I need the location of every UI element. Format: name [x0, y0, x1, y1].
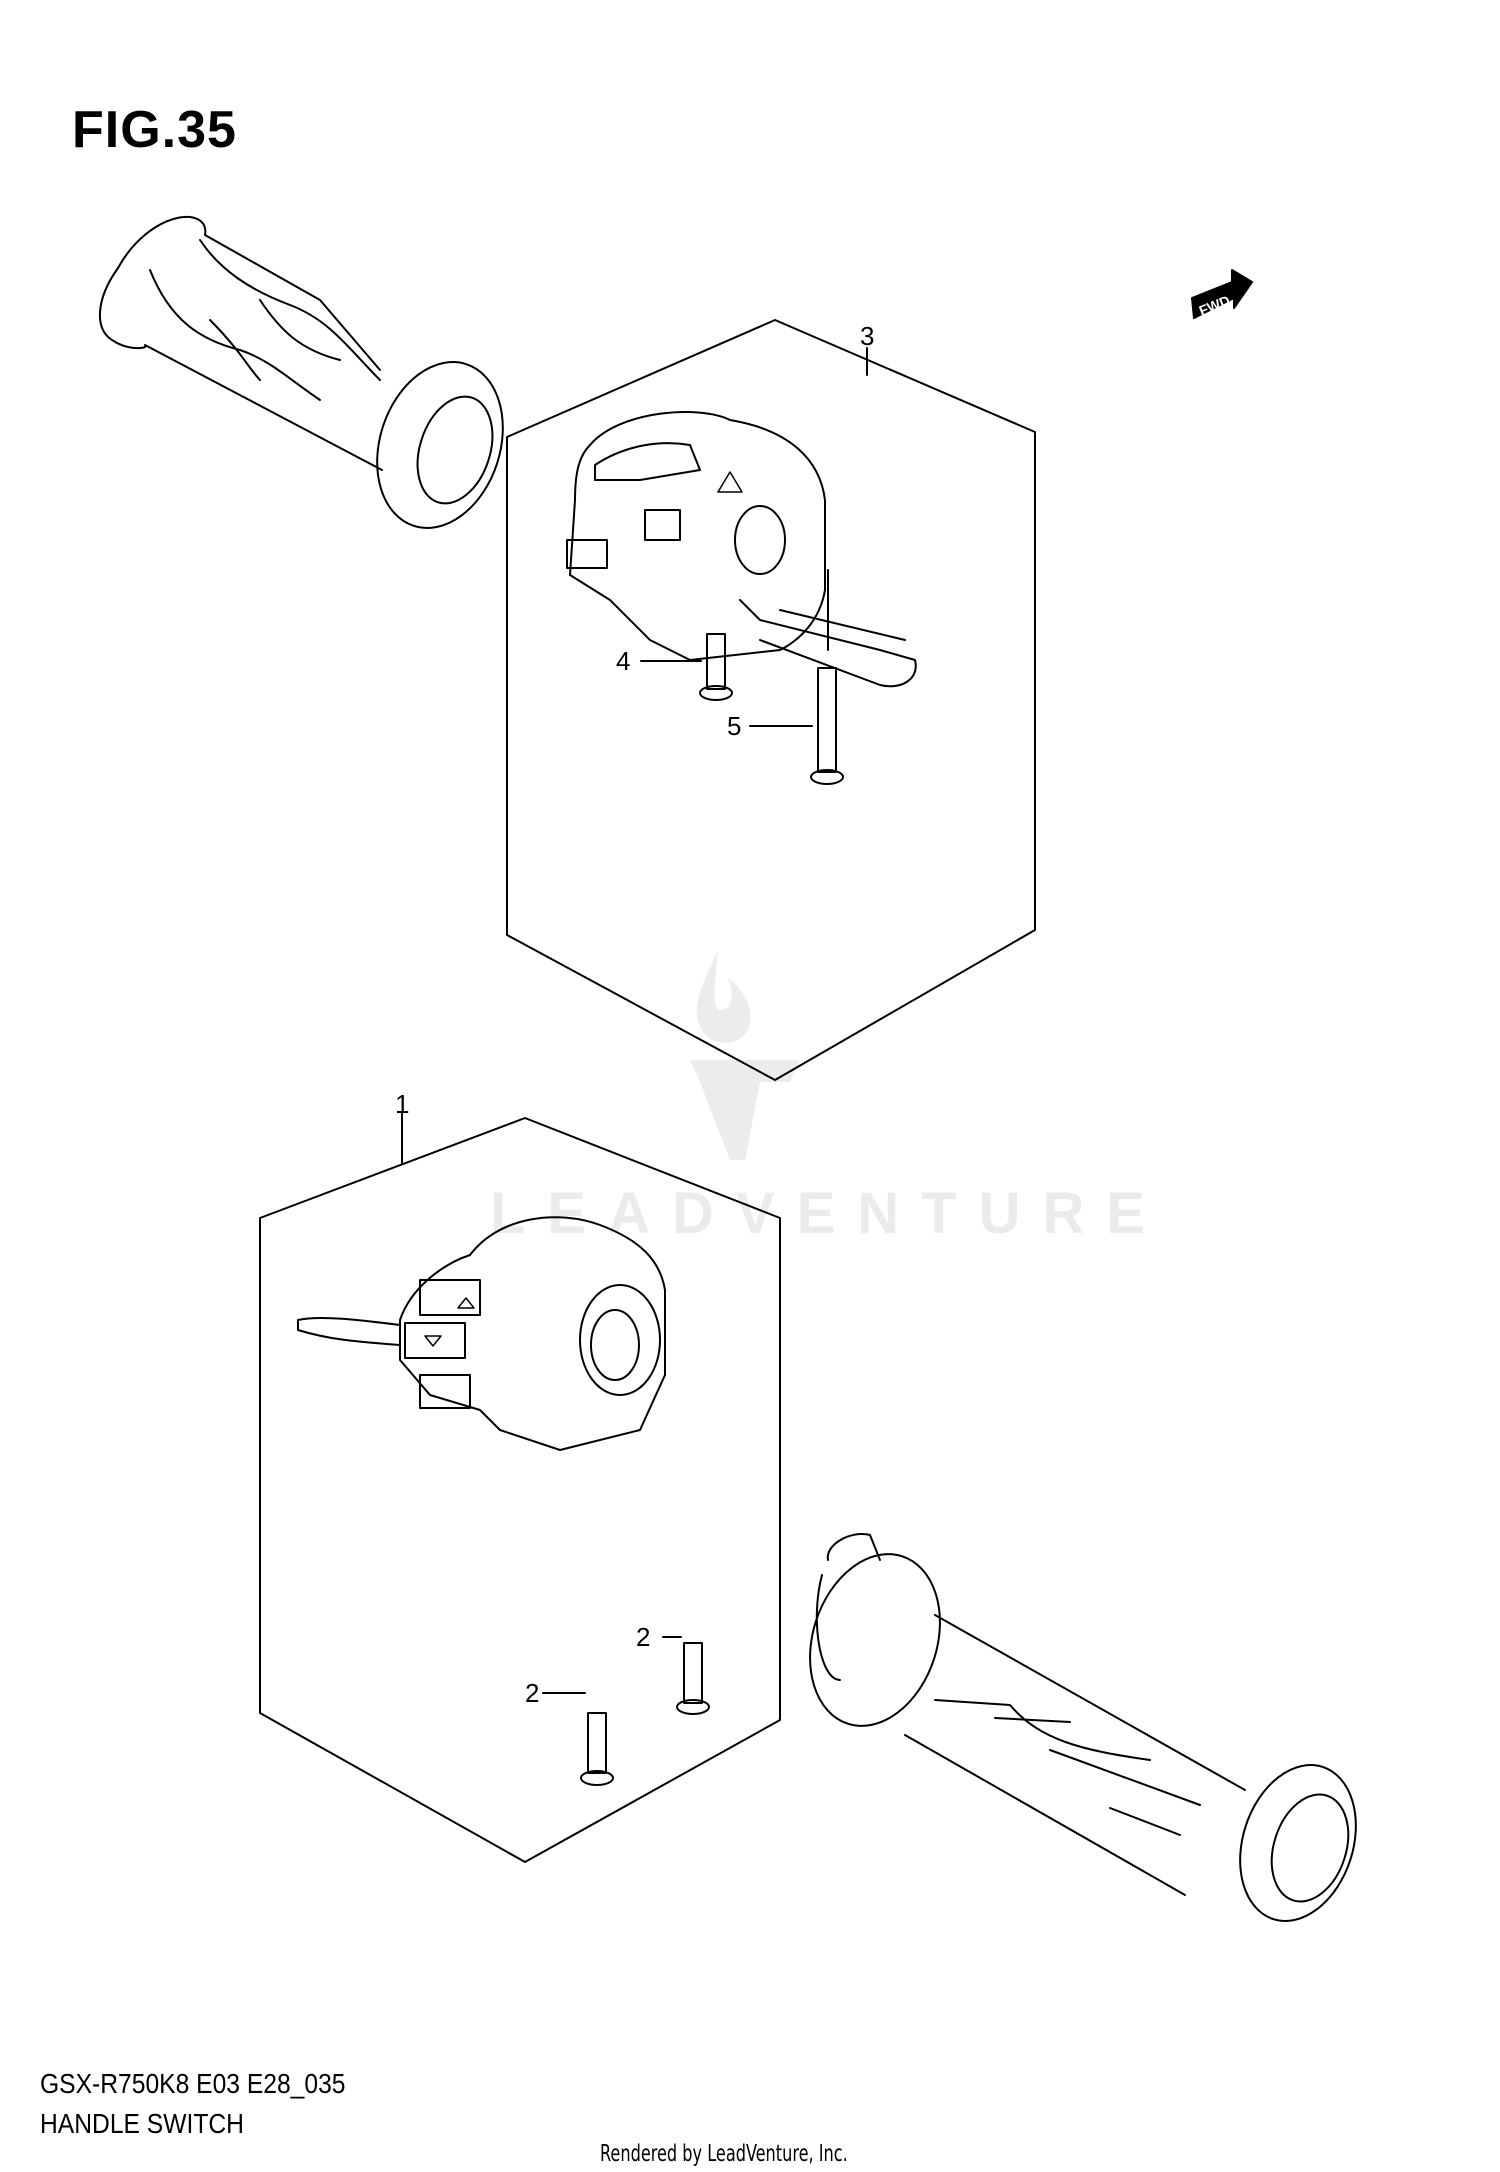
callout-1[interactable]: 1 [395, 1089, 409, 1119]
throttle-grip-lower [809, 1533, 1357, 1922]
screw-2a-drawing [580, 1712, 614, 1786]
callout-5[interactable]: 5 [727, 711, 741, 741]
fwd-arrow-icon: FWD [1191, 269, 1253, 319]
callout-4[interactable]: 4 [616, 646, 630, 676]
group-outline-part-1 [259, 1117, 781, 1863]
model-code: GSX-R750K8 E03 E28_035 [40, 2068, 346, 2099]
right-handle-switch-drawing [566, 411, 917, 688]
group-outline-part-3 [506, 319, 1036, 1081]
diagram-subtitle: HANDLE SWITCH [40, 2108, 244, 2139]
watermark-logo-icon [690, 950, 800, 1160]
render-credit: Rendered by LeadVenture, Inc. [600, 2141, 848, 2167]
screw-2b-drawing [676, 1642, 710, 1715]
figure-title: FIG.35 [72, 101, 237, 159]
callout-3[interactable]: 3 [860, 321, 874, 351]
screw-4-drawing [699, 633, 733, 701]
callout-2a[interactable]: 2 [525, 1678, 539, 1708]
watermark-text: LEADVENTURE [490, 1181, 1168, 1246]
callout-labels: 3 4 5 1 2 2 [395, 321, 874, 1708]
screw-5-drawing [810, 569, 844, 785]
callout-2b[interactable]: 2 [636, 1622, 650, 1652]
left-handle-switch-drawing [297, 1216, 666, 1451]
left-grip-upper [99, 215, 504, 529]
